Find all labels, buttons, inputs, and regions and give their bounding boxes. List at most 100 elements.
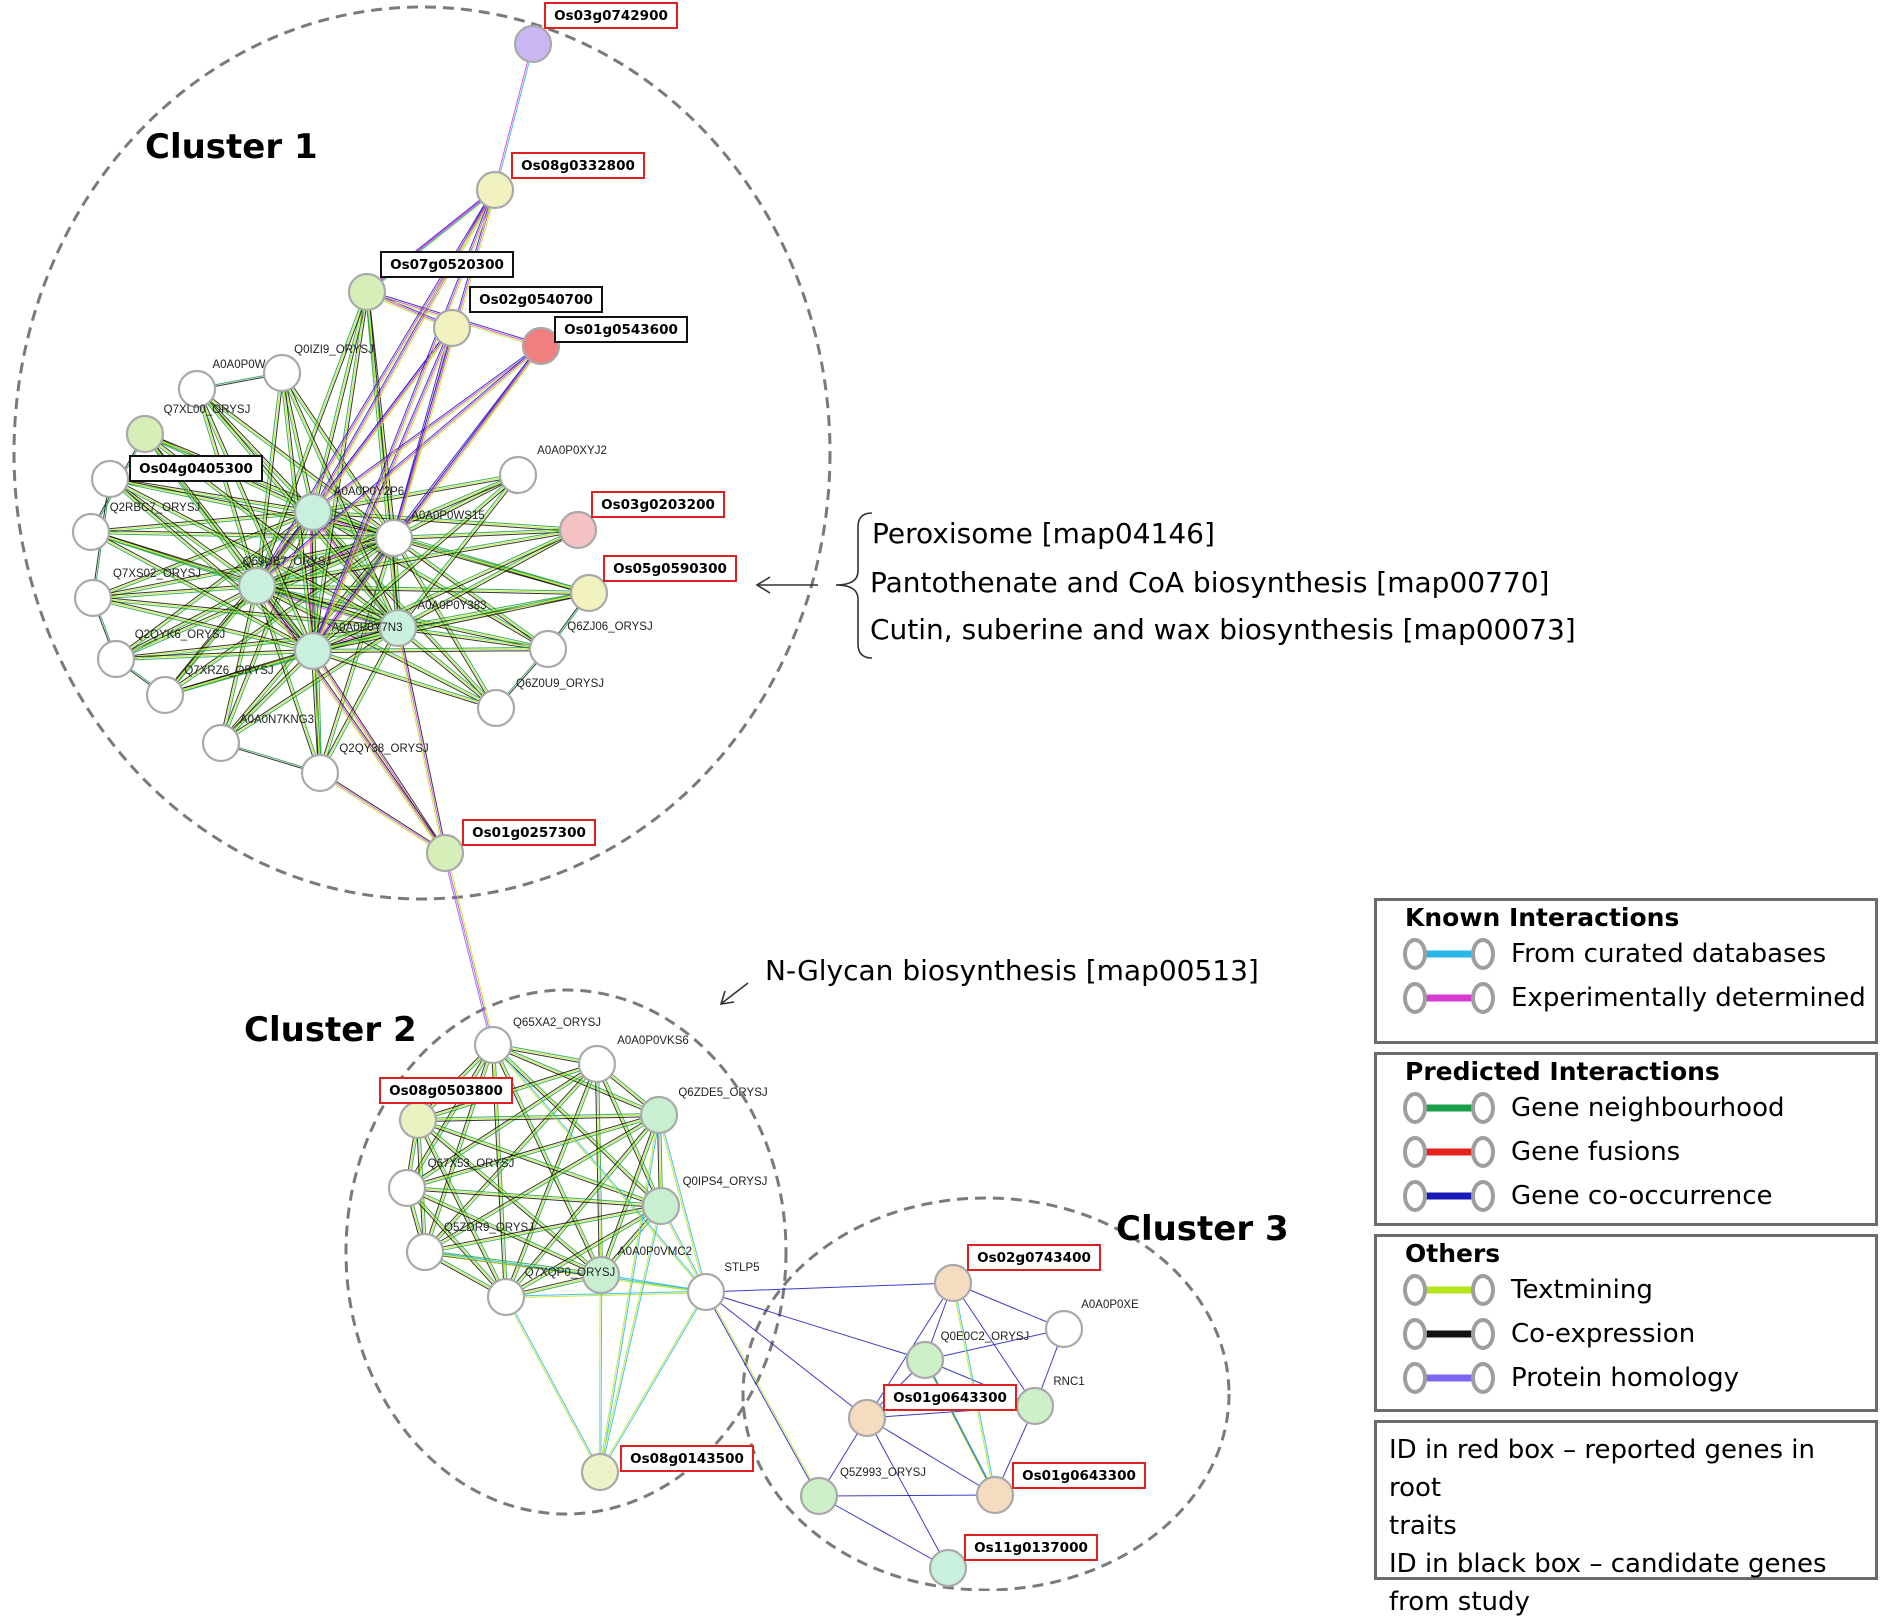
- interaction-edge: [313, 475, 520, 653]
- protein-node[interactable]: [580, 1452, 620, 1492]
- interaction-edge: [407, 1185, 662, 1205]
- reported-gene-box: [620, 1445, 754, 1472]
- protein-node[interactable]: [639, 1095, 679, 1135]
- protein-node[interactable]: [71, 512, 111, 552]
- interaction-edge: [417, 1112, 659, 1119]
- protein-node[interactable]: [475, 170, 515, 210]
- protein-node[interactable]: [432, 308, 472, 348]
- interaction-edge: [368, 291, 397, 538]
- interaction-edge: [424, 1114, 660, 1253]
- interaction-edges: [89, 43, 1065, 1569]
- protein-node[interactable]: [905, 1340, 945, 1380]
- protein-node[interactable]: [73, 578, 113, 618]
- protein-node[interactable]: [569, 573, 609, 613]
- protein-node[interactable]: [125, 414, 165, 454]
- interaction-edge: [406, 1187, 662, 1207]
- interaction-edge: [256, 585, 497, 709]
- protein-node[interactable]: [374, 518, 414, 558]
- interaction-edge: [598, 1063, 663, 1206]
- protein-node[interactable]: [799, 1476, 839, 1516]
- interaction-edge: [424, 1205, 662, 1253]
- protein-node[interactable]: [933, 1263, 973, 1303]
- gene-id-label: Os04g0405300: [139, 461, 253, 477]
- protein-node[interactable]: [1015, 1386, 1055, 1426]
- interaction-edge: [818, 1494, 996, 1497]
- legend-label: Co-expression: [1511, 1319, 1696, 1349]
- interaction-edge: [492, 1045, 706, 1293]
- interaction-edge: [279, 373, 312, 513]
- protein-node[interactable]: [398, 1100, 438, 1140]
- protein-node[interactable]: [641, 1186, 681, 1226]
- interaction-edge: [866, 1417, 996, 1496]
- interaction-edge: [221, 651, 315, 745]
- protein-node[interactable]: [177, 369, 217, 409]
- protein-label: Q2QYK6_ORYSJ: [135, 629, 226, 641]
- protein-node[interactable]: [581, 1255, 621, 1295]
- protein-node[interactable]: [378, 608, 418, 648]
- protein-node[interactable]: [201, 723, 241, 763]
- protein-node[interactable]: [498, 455, 538, 495]
- interaction-edge: [164, 648, 313, 694]
- protein-node[interactable]: [847, 1398, 887, 1438]
- protein-label: Q0IPS4_ORYSJ: [683, 1176, 768, 1188]
- interaction-edge: [444, 852, 494, 1046]
- protein-node[interactable]: [686, 1272, 726, 1312]
- interaction-edge: [115, 648, 313, 658]
- protein-node[interactable]: [577, 1044, 617, 1084]
- interaction-edge: [397, 629, 548, 652]
- interaction-edge: [282, 371, 396, 538]
- protein-node[interactable]: [293, 492, 333, 532]
- interaction-edge: [163, 584, 257, 695]
- protein-node[interactable]: [293, 631, 333, 671]
- protein-node[interactable]: [486, 1277, 526, 1317]
- protein-node[interactable]: [425, 833, 465, 873]
- interaction-edge: [393, 537, 590, 594]
- protein-node[interactable]: [96, 639, 136, 679]
- interaction-edge: [396, 628, 496, 710]
- protein-node[interactable]: [513, 24, 553, 64]
- protein-label: Q6ZJ06_ORYSJ: [567, 621, 652, 633]
- interaction-edge: [600, 1292, 708, 1473]
- protein-node[interactable]: [528, 629, 568, 669]
- interaction-edge: [219, 626, 398, 743]
- interaction-edge: [406, 1114, 660, 1189]
- interaction-edge: [197, 387, 396, 538]
- interaction-edge: [417, 1119, 507, 1298]
- protein-nodes: [71, 24, 1084, 1588]
- protein-node[interactable]: [558, 510, 598, 550]
- interaction-edge: [280, 373, 397, 629]
- protein-node[interactable]: [1044, 1309, 1084, 1349]
- protein-node[interactable]: [300, 753, 340, 793]
- protein-node[interactable]: [347, 272, 387, 312]
- protein-node[interactable]: [405, 1232, 445, 1272]
- protein-node[interactable]: [476, 688, 516, 728]
- protein-node[interactable]: [262, 353, 302, 393]
- protein-node[interactable]: [90, 459, 130, 499]
- interaction-edge: [598, 1274, 601, 1472]
- interaction-edge: [406, 1044, 494, 1189]
- protein-node[interactable]: [521, 326, 561, 366]
- protein-node[interactable]: [975, 1475, 1015, 1515]
- protein-node[interactable]: [473, 1025, 513, 1065]
- interaction-edge: [93, 587, 258, 601]
- interaction-edge: [92, 599, 313, 654]
- protein-node[interactable]: [237, 566, 277, 606]
- interaction-edge: [406, 1189, 661, 1209]
- interaction-edge: [256, 327, 453, 587]
- interaction-edge: [493, 1044, 707, 1292]
- reported-gene-box: [379, 1077, 513, 1104]
- protein-node[interactable]: [387, 1168, 427, 1208]
- interaction-edge: [256, 585, 446, 854]
- protein-node[interactable]: [145, 675, 185, 715]
- interaction-edge: [505, 1205, 662, 1298]
- interaction-edge: [397, 592, 590, 629]
- edge-swatch-icon: [1403, 1274, 1495, 1306]
- interaction-edge: [116, 652, 314, 662]
- interaction-edge: [705, 1291, 868, 1419]
- interaction-edge: [255, 326, 452, 586]
- protein-node[interactable]: [928, 1548, 968, 1588]
- interaction-edge: [257, 584, 447, 853]
- interaction-edge: [115, 511, 314, 660]
- interaction-edge: [706, 1291, 821, 1496]
- interaction-edge: [91, 530, 314, 651]
